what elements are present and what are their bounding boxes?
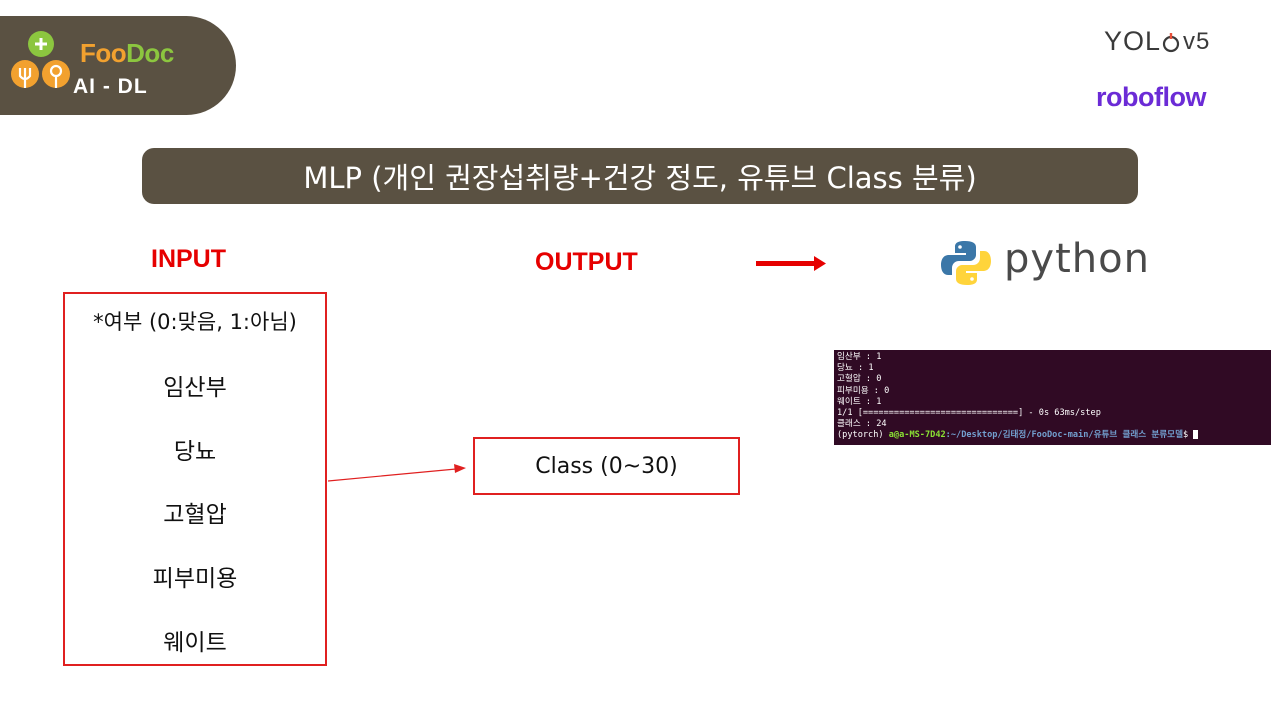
yolo-text: YOL	[1104, 26, 1162, 56]
yolo-version: v5	[1183, 27, 1211, 55]
prompt-env: (pytorch)	[837, 430, 889, 441]
python-icon	[941, 241, 991, 285]
connector-arrow-icon	[328, 464, 466, 482]
terminal-line: 1/1 [==============================] - 0…	[837, 408, 1101, 419]
input-item: 웨이트	[163, 630, 227, 656]
arrow-right-icon	[756, 256, 826, 271]
slide-title: MLP (개인 권장섭취량+건강 정도, 유튜브 Class 분류)	[142, 148, 1138, 204]
terminal-line: 피부미용 : 0	[837, 385, 890, 396]
input-item: 임산부	[163, 375, 227, 401]
terminal-line: 고혈압 : 0	[837, 374, 882, 385]
slide-title-text: MLP (개인 권장섭취량+건강 정도, 유튜브 Class 분류)	[303, 161, 977, 195]
python-wordmark: python	[1004, 236, 1150, 282]
output-label: OUTPUT	[535, 248, 638, 276]
logo-name-doc: Doc	[126, 38, 174, 68]
input-item: 당뇨	[173, 439, 217, 465]
prompt-user: a@a-MS-7D42	[888, 430, 946, 441]
prompt-symbol: $	[1182, 430, 1194, 441]
terminal-prompt[interactable]: (pytorch) a@a-MS-7D42:~/Desktop/김태정/FooD…	[837, 430, 1268, 441]
input-item: *여부 (0:맞음, 1:아님)	[93, 310, 297, 334]
terminal-line: 임산부 : 1	[837, 352, 882, 362]
prompt-path: :~/Desktop/김태정/FooDoc-main/유튜브 클래스 분류모델	[945, 430, 1183, 441]
yolo-ring-icon	[1162, 32, 1180, 52]
yolov5-logo: YOL v5	[1104, 26, 1210, 57]
foodoc-logo: FooDoc AI - DL	[0, 16, 236, 115]
terminal-line: 클래스 : 24	[837, 419, 887, 430]
input-label: INPUT	[151, 245, 226, 273]
output-class-box: Class (0~30)	[473, 437, 740, 495]
logo-subtitle: AI - DL	[73, 75, 148, 98]
logo-name-foo: Foo	[80, 38, 127, 68]
logo-name: FooDoc	[80, 38, 174, 69]
roboflow-logo: roboflow	[1096, 82, 1206, 112]
input-item: 피부미용	[152, 566, 238, 592]
terminal-line: 웨이트 : 1	[837, 396, 882, 407]
terminal-cursor	[1193, 430, 1199, 440]
input-item: 고혈압	[163, 502, 227, 528]
input-features-box: *여부 (0:맞음, 1:아님) 임산부 당뇨 고혈압 피부미용 웨이트	[63, 292, 327, 666]
output-class-text: Class (0~30)	[535, 453, 678, 479]
foodoc-logo-icon	[11, 31, 70, 88]
terminal-window: 임산부 : 1 당뇨 : 1 고혈압 : 0 피부미용 : 0 웨이트 : 1 …	[834, 350, 1271, 445]
terminal-line: 당뇨 : 1	[837, 363, 874, 374]
